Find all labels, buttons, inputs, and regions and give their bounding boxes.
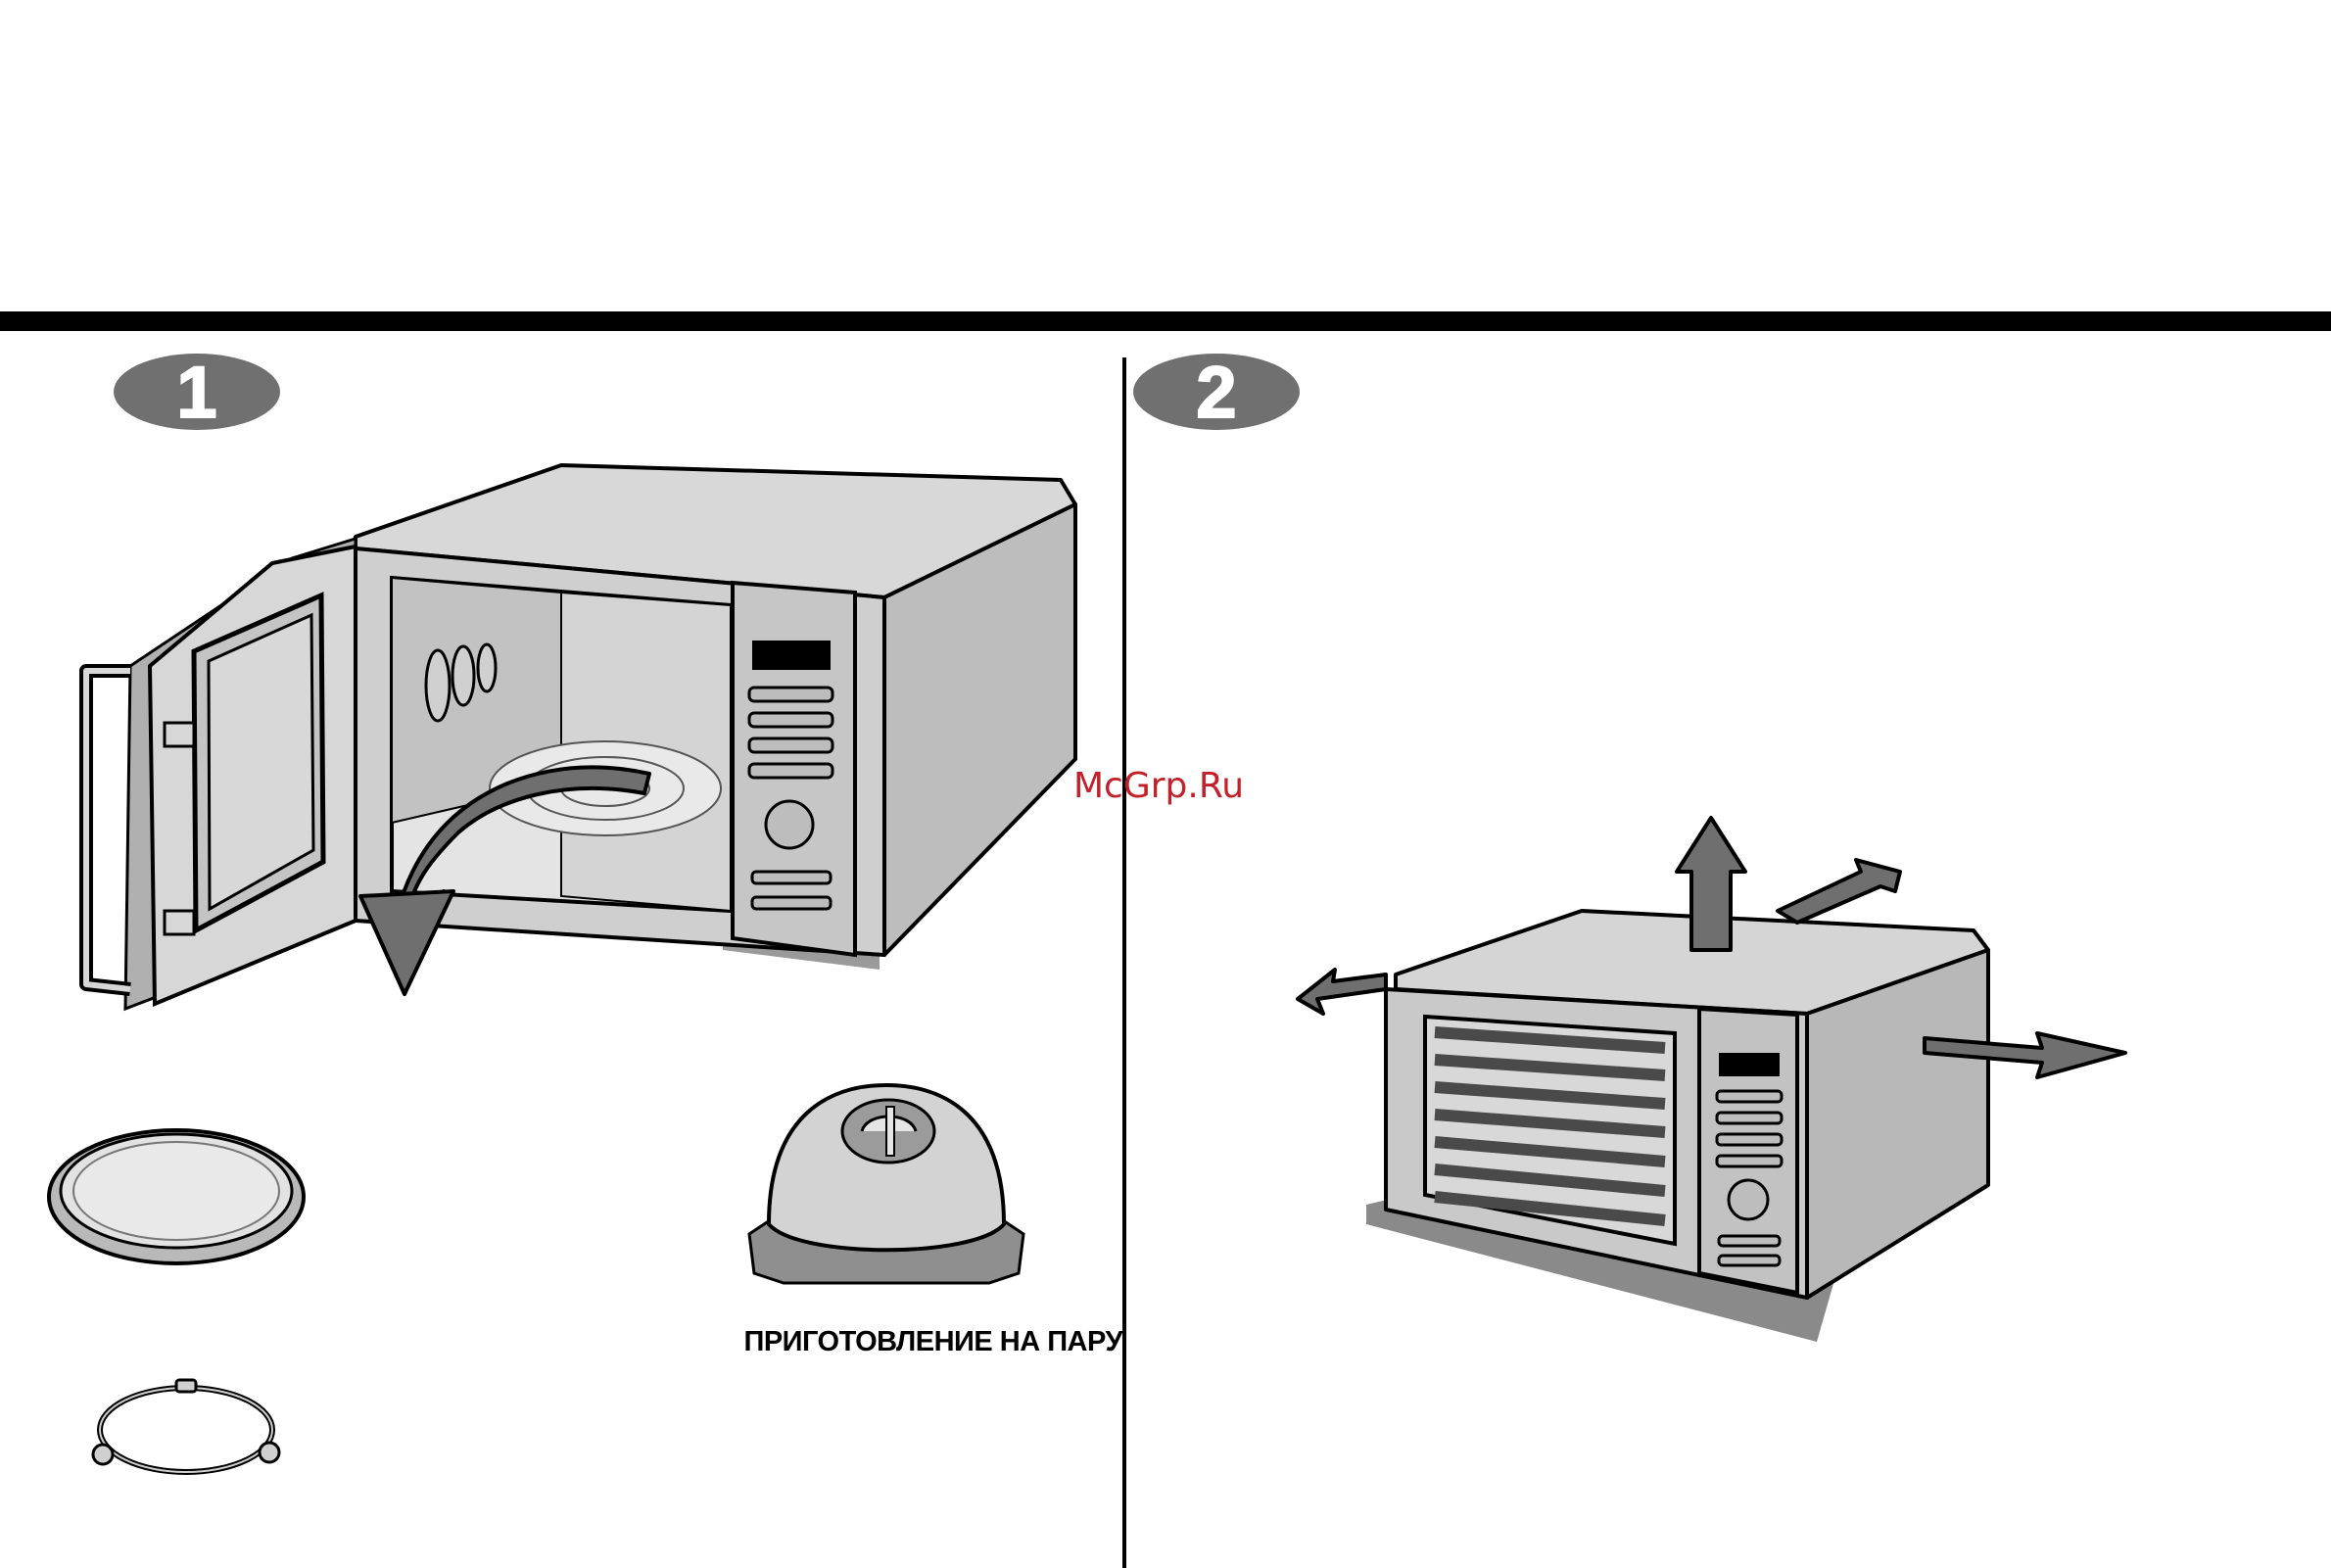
step-1-badge: 1 <box>113 353 281 431</box>
microwave-clearance-icon <box>1288 813 2130 1342</box>
microwave-clearance-illustration <box>1288 813 2130 1342</box>
steam-cover-icon <box>739 1077 1033 1288</box>
microwave-open-door-icon <box>76 460 1085 1038</box>
step-1-number: 1 <box>176 353 216 431</box>
steam-cover-illustration <box>739 1077 1033 1288</box>
watermark: McGrp.Ru <box>1073 766 1244 806</box>
roller-ring-icon <box>88 1376 284 1484</box>
step-2-badge: 2 <box>1132 353 1301 431</box>
glass-tray-illustration <box>44 1117 309 1283</box>
glass-tray-icon <box>44 1117 309 1283</box>
top-rule <box>0 311 2331 331</box>
column-divider <box>1122 357 1126 1568</box>
steam-cover-label: ПРИГОТОВЛЕНИЕ НА ПАРУ <box>691 1326 1122 1358</box>
microwave-open-door-illustration <box>76 460 1085 1038</box>
step-2-number: 2 <box>1196 353 1236 431</box>
roller-ring-illustration <box>88 1376 284 1484</box>
